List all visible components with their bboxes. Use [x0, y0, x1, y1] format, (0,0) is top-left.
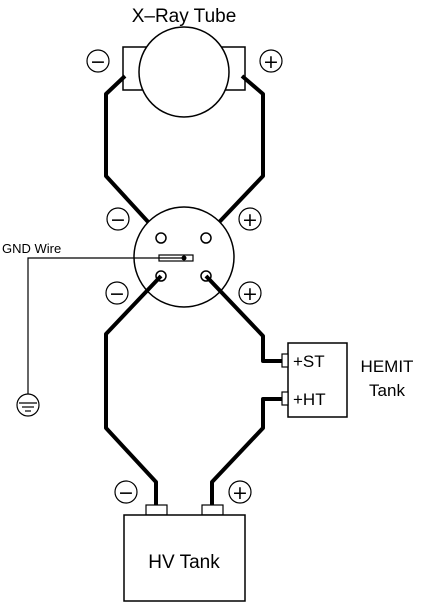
hv-minus-marker: −	[114, 480, 138, 504]
svg-text:+: +	[263, 51, 279, 73]
tube-minus-marker: −	[86, 49, 110, 73]
hv-tank-box	[123, 514, 246, 602]
svg-text:+: +	[242, 209, 258, 231]
xray-tube	[122, 26, 246, 118]
svg-text:−: −	[110, 209, 126, 231]
hemit-tank: +ST +HT	[281, 342, 348, 418]
connector-top-minus-marker: −	[106, 207, 130, 231]
pin-top-left	[155, 232, 167, 244]
pin-top-right	[200, 232, 212, 244]
tube-cables	[104, 74, 265, 238]
hemit-label-line2: Tank	[369, 381, 405, 400]
connector-bottom-minus-marker: −	[105, 281, 129, 305]
svg-text:+: +	[232, 482, 248, 504]
ground-wire	[27, 257, 184, 394]
st-terminal-label: +ST	[293, 352, 325, 371]
hv-plus-marker: +	[228, 480, 252, 504]
svg-text:−: −	[90, 51, 106, 73]
cable-tube-negative	[104, 74, 163, 238]
lower-cables	[104, 274, 282, 506]
hv-tank-label: HV Tank	[148, 552, 220, 573]
cable-tube-positive	[204, 74, 265, 238]
hemit-ht-terminal	[281, 391, 289, 406]
connector-top-plus-marker: +	[238, 207, 262, 231]
svg-text:+: +	[242, 283, 258, 305]
svg-text:−: −	[109, 283, 125, 305]
hemit-label-line1: HEMIT	[361, 357, 414, 376]
hemit-st-terminal	[281, 353, 289, 368]
tube-envelope	[138, 26, 230, 118]
hv-tank: HV Tank	[123, 504, 246, 602]
gnd-wire-label: GND Wire	[2, 241, 61, 256]
cable-st	[204, 274, 282, 363]
ground-symbol-icon	[16, 393, 40, 417]
connector-bottom-plus-marker: +	[238, 281, 262, 305]
tube-plus-marker: +	[259, 49, 283, 73]
xray-tube-title: X–Ray Tube	[132, 6, 237, 27]
hv-negative-terminal	[145, 504, 168, 516]
ht-terminal-label: +HT	[293, 390, 326, 409]
cable-hv-negative	[104, 274, 163, 506]
cable-ht-to-hv-positive	[210, 397, 282, 506]
svg-text:−: −	[118, 482, 134, 504]
hemit-tank-box	[287, 342, 348, 418]
hv-positive-terminal	[201, 504, 224, 516]
